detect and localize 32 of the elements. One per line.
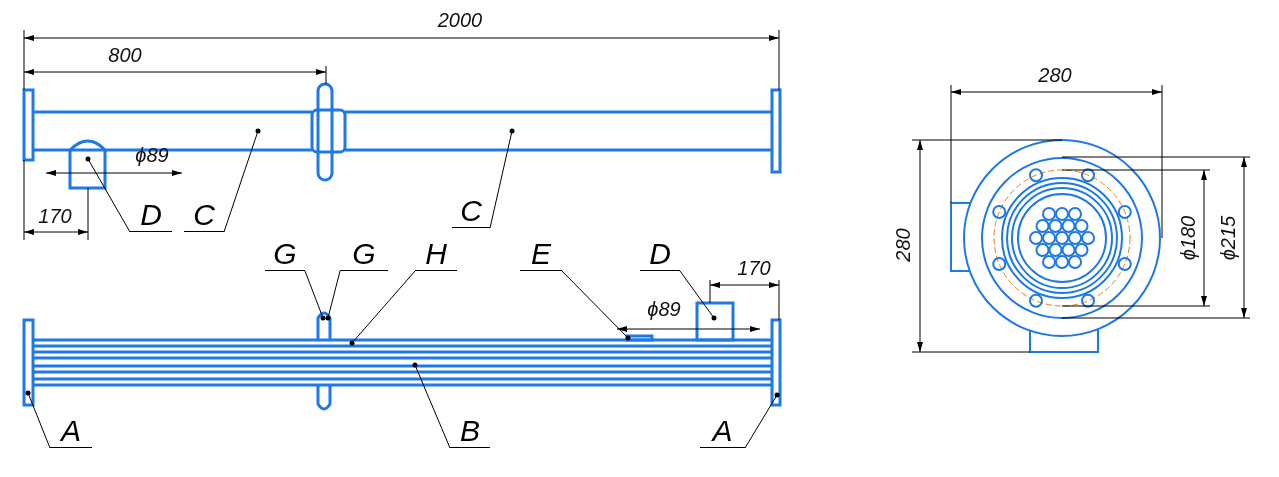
callout-letter: G <box>265 237 305 271</box>
leader-line <box>25 390 51 449</box>
callout-letter: A <box>50 414 92 448</box>
leader-line <box>679 270 717 321</box>
dimension-label: 280 <box>1038 64 1072 86</box>
dimension-label: 2000 <box>437 9 483 31</box>
callout-letter: C <box>452 194 490 228</box>
dimension-label: 280 <box>892 228 914 262</box>
callout-letter: C <box>184 198 224 232</box>
leader-line <box>744 392 780 449</box>
leader-line <box>85 156 131 233</box>
leader-line <box>325 270 341 321</box>
callout-letter: E <box>520 237 562 271</box>
dimension-label: ϕ215 <box>1217 215 1239 261</box>
leader-line <box>412 362 451 449</box>
leader-line <box>223 128 261 233</box>
callout-letter: A <box>700 414 745 448</box>
dimension-label: 170 <box>38 205 72 227</box>
leader-line <box>489 128 515 229</box>
callout-letter: D <box>130 198 172 232</box>
leader-line <box>561 270 631 341</box>
callout-letter: D <box>640 237 680 271</box>
callout-letter: G <box>340 237 388 271</box>
leader-line <box>349 270 416 346</box>
dimension-label: ϕ89 <box>647 298 681 320</box>
callout-letter: B <box>450 414 490 448</box>
dimension-label: ϕ180 <box>1177 215 1199 261</box>
leader-line <box>304 270 326 321</box>
dimension-label: 170 <box>737 257 771 279</box>
callout-letter: H <box>415 237 457 271</box>
dimension-label: 800 <box>108 44 142 66</box>
dimension-label: ϕ89 <box>135 144 169 166</box>
